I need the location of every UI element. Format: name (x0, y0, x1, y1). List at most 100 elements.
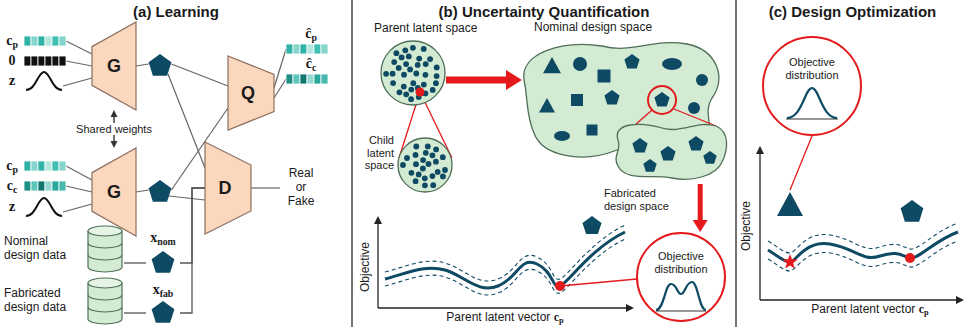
math-symbol: c (919, 302, 924, 316)
objective-plot-part-part (377, 222, 378, 308)
text-slot: Fabricated design data (4, 278, 84, 324)
distribution-circle-outline-part (637, 233, 725, 321)
math-subscript: fab (160, 288, 174, 299)
latent-bar-part (321, 74, 328, 84)
node-text: Q (241, 83, 255, 104)
noise-curve-part (26, 198, 62, 216)
latent-space-outline-part (398, 138, 452, 192)
latent-space-outline-part (434, 65, 440, 71)
design-space-outline-part (632, 138, 647, 153)
latent-space-outline-part (423, 72, 429, 78)
database-outline-part (88, 295, 122, 312)
discriminator-block: D (205, 142, 251, 234)
distribution-circle-outline (762, 36, 862, 136)
text-slot: Nominal design space (534, 20, 704, 36)
latent-space-outline-part (399, 55, 405, 61)
math-subscript: nom (157, 236, 176, 247)
math-symbol: ĉ (305, 26, 311, 41)
math-subscript: p (559, 316, 564, 325)
latent-space-outline-part (442, 167, 448, 173)
latent-bar-part (52, 181, 59, 191)
input-wire-part (169, 196, 205, 200)
optimization-plot-part (905, 253, 915, 263)
vector-label: ĉp (305, 26, 317, 42)
arrow-head (111, 110, 118, 117)
node-text: Fabricated design data (4, 287, 84, 315)
text-slot: xnom (142, 230, 184, 247)
latent-space-outline-part (406, 54, 412, 60)
generator-block-outline-part (92, 148, 136, 236)
latent-space-outline-part (427, 56, 433, 62)
latent-space-outline-part (416, 172, 422, 178)
latent-bar-part (52, 56, 59, 66)
latent-bar (24, 36, 328, 191)
design-pentagon-part (149, 54, 172, 76)
latent-space-outline-part (413, 144, 419, 150)
math-symbol: ĉ (306, 56, 312, 71)
database: Nominal design data (2, 226, 124, 272)
text-slot: Objective (739, 196, 755, 256)
latent-space-outline-part (390, 80, 396, 86)
latent-space-outline-part (421, 46, 427, 52)
objective-plot-part (560, 279, 637, 286)
text-slot: Objective distribution (777, 54, 847, 84)
latent-space-outline-part (401, 84, 407, 90)
vector-label: z (9, 72, 16, 89)
latent-space: Parent latent space (380, 40, 446, 106)
input-wire-part (66, 166, 92, 180)
distribution-circle-outline-part (763, 37, 861, 135)
vector-label: cp (6, 33, 18, 49)
design-space-outline-part (688, 136, 703, 151)
database-outline-part (88, 278, 122, 288)
text-slot: 0 (2, 53, 22, 69)
database-outline-part (88, 226, 122, 236)
panel-divider-part (351, 0, 353, 327)
latent-bar-part (45, 181, 52, 191)
text-slot: xfab (142, 282, 184, 298)
design-pentagon-outline-part (152, 251, 175, 273)
latent-space: Child latent space (397, 137, 453, 193)
latent-bar-part (31, 181, 38, 191)
connector-line (698, 184, 703, 222)
design-space-outline-part (598, 70, 611, 83)
latent-space-outline (380, 40, 446, 106)
optimization-plot (756, 136, 964, 304)
latent-space-outline-part (422, 182, 428, 188)
optimization-plot-part (768, 241, 958, 271)
node-text: xfab (153, 282, 174, 298)
text-slot: Fabricated design space (604, 186, 690, 214)
latent-space-outline-part (440, 174, 446, 180)
latent-bar-part (38, 161, 45, 171)
connector (446, 70, 522, 90)
optimization-plot-part (760, 152, 958, 300)
latent-space-outline-part (430, 152, 436, 158)
latent-space-outline-part (423, 150, 429, 156)
objective-plot (374, 216, 637, 312)
input-wire-part (66, 41, 92, 54)
design-space-outline-part (539, 98, 555, 112)
vector-label: 0 (9, 53, 16, 69)
latent-space-outline-part (430, 182, 436, 188)
optimization-plot-part (782, 254, 797, 269)
design-space-outline-part (573, 57, 587, 71)
design-space: Fabricated design space (612, 120, 728, 184)
vector-label: cp (6, 158, 18, 174)
math-subscript: c (312, 62, 316, 73)
math-subscript: p (924, 308, 929, 317)
design-space-outline-part (703, 151, 716, 164)
latent-space-outline-part (410, 80, 416, 86)
optimization-plot-part (956, 296, 964, 304)
latent-space-outline-part (413, 161, 419, 167)
input-wire-part (171, 64, 228, 86)
optimization-plot-part-part (760, 299, 958, 300)
math-symbol: c (554, 310, 559, 324)
distribution-circle: Objective distribution (762, 36, 862, 136)
node-text: Objective distribution (777, 56, 847, 81)
math-subscript: p (311, 32, 316, 43)
vector-label: ĉc (306, 56, 317, 72)
connector-line (446, 77, 509, 84)
distribution-circle-outline (636, 232, 726, 322)
latent-bar-part (59, 161, 66, 171)
latent-space-outline-part (401, 72, 407, 78)
database-outline-part (88, 283, 122, 324)
